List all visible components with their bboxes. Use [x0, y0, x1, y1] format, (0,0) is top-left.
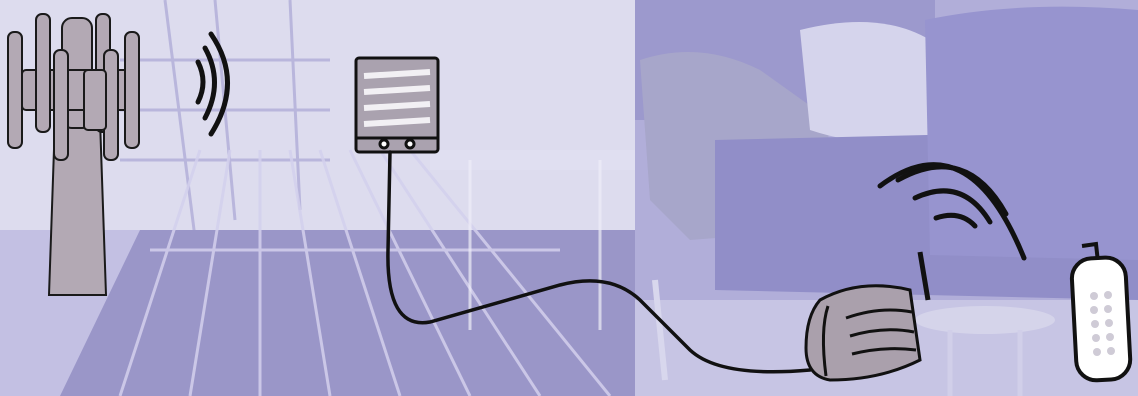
outdoor-antenna-icon [356, 58, 438, 152]
phone-icon [1071, 244, 1131, 381]
